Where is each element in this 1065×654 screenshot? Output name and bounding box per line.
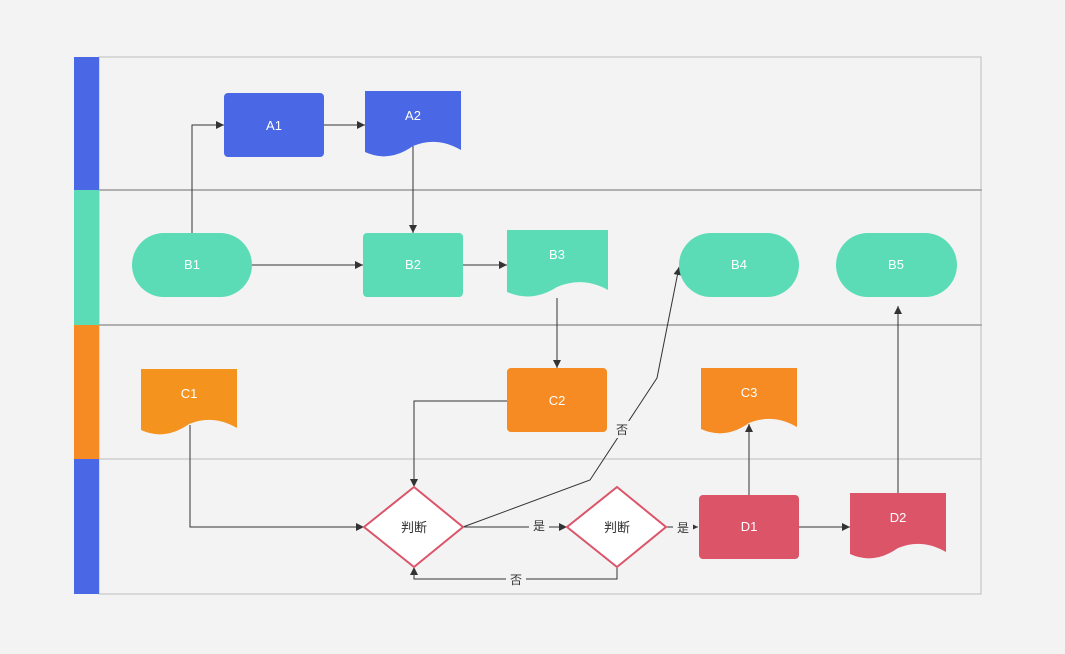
- node-decision2-label: 判断: [604, 521, 630, 536]
- node-c1-label: C1: [181, 386, 198, 401]
- swimlanes: [74, 56, 982, 595]
- node-b4-label: B4: [731, 257, 747, 272]
- node-b5-label: B5: [888, 257, 904, 272]
- node-decision1[interactable]: 判断: [362, 485, 465, 569]
- edge-labels: 否 是 是 否: [506, 421, 693, 588]
- node-a2[interactable]: A2: [365, 91, 461, 157]
- lane-4-header: [74, 459, 99, 594]
- node-d1-label: D1: [741, 519, 758, 534]
- node-decision2[interactable]: 判断: [565, 485, 668, 569]
- node-c2[interactable]: C2: [507, 368, 607, 432]
- edge-b1-a1: [191, 121, 224, 233]
- node-c1[interactable]: C1: [141, 369, 237, 435]
- lane-2-header: [74, 190, 99, 325]
- edge-c2-decision1: [410, 400, 507, 487]
- label-decision2-decision1: 否: [510, 573, 522, 587]
- edge-c1-decision1: [189, 425, 364, 531]
- node-a1[interactable]: A1: [224, 93, 324, 157]
- node-b4[interactable]: B4: [679, 233, 799, 297]
- node-b2-label: B2: [405, 257, 421, 272]
- node-d1[interactable]: D1: [699, 495, 799, 559]
- label-decision2-d1: 是: [677, 521, 689, 535]
- node-c3-label: C3: [741, 385, 758, 400]
- lane-1-header: [74, 57, 99, 190]
- lane-3-header: [74, 325, 99, 459]
- node-b1[interactable]: B1: [132, 233, 252, 297]
- node-b3[interactable]: B3: [507, 230, 608, 297]
- edges: [189, 121, 902, 580]
- node-decision1-label: 判断: [401, 521, 427, 536]
- node-b1-label: B1: [184, 257, 200, 272]
- node-c2-label: C2: [549, 393, 566, 408]
- label-decision1-decision2: 是: [533, 519, 545, 533]
- label-decision1-b4: 否: [616, 423, 628, 437]
- node-d2-label: D2: [890, 510, 907, 525]
- node-b5[interactable]: B5: [836, 233, 957, 297]
- node-a1-label: A1: [266, 118, 282, 133]
- node-c3[interactable]: C3: [701, 368, 797, 434]
- node-d2[interactable]: D2: [850, 493, 946, 559]
- node-b3-label: B3: [549, 247, 565, 262]
- node-b2[interactable]: B2: [363, 233, 463, 297]
- node-a2-label: A2: [405, 108, 421, 123]
